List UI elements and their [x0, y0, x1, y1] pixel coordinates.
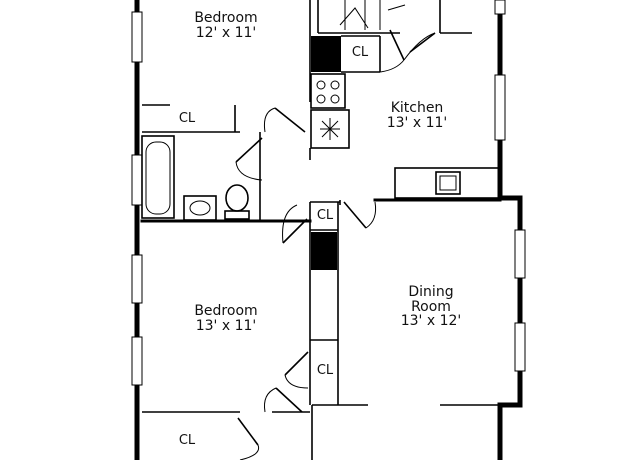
room-name: Kitchen	[390, 100, 444, 116]
window-icon	[494, 74, 506, 141]
refrigerator-icon	[310, 109, 350, 149]
window-icon	[494, 0, 506, 15]
room-dimensions: 13' x 12'	[400, 313, 462, 330]
closet-label: CL	[178, 111, 196, 126]
closet-label: CL	[178, 433, 196, 448]
room-dimensions: 13' x 11'	[195, 317, 257, 334]
stairs-icon	[339, 0, 406, 30]
closet-shelf	[311, 232, 337, 270]
room-label-bedroom-top: Bedroom 12' x 11'	[176, 11, 276, 40]
window-icon	[514, 229, 526, 279]
closet-shelf	[311, 36, 341, 72]
door-swing-icon	[282, 204, 308, 244]
room-dimensions: 12' x 11'	[195, 24, 257, 41]
toilet-icon	[224, 184, 250, 220]
closet-label: CL	[316, 363, 334, 378]
door-swing-icon	[379, 29, 436, 73]
door-swing-icon	[284, 351, 309, 389]
window-icon	[131, 336, 143, 386]
closet-label: CL	[316, 208, 334, 223]
room-name-line2: Room	[411, 298, 451, 315]
door-swing-icon	[264, 387, 303, 413]
window-icon	[131, 154, 143, 206]
room-name: Bedroom	[194, 10, 258, 26]
closet-label: CL	[351, 45, 369, 60]
window-icon	[131, 11, 143, 63]
room-label-dining-room: Dining Room 13' x 12'	[381, 285, 481, 329]
room-label-kitchen: Kitchen 13' x 11'	[365, 101, 469, 130]
room-dimensions: 13' x 11'	[386, 114, 448, 131]
room-name: Dining	[408, 284, 454, 300]
bathtub-icon	[141, 135, 175, 219]
door-swing-icon	[235, 137, 263, 181]
window-icon	[131, 254, 143, 304]
bathroom-sink-icon	[183, 195, 217, 221]
window-icon	[514, 322, 526, 372]
room-name: Bedroom	[194, 303, 258, 319]
door-swing-icon	[343, 201, 377, 229]
sink-icon	[394, 167, 501, 199]
stove-icon	[310, 73, 346, 109]
room-label-bedroom-middle: Bedroom 13' x 11'	[176, 304, 276, 333]
door-swing-icon	[264, 107, 306, 133]
door-swing-icon	[237, 417, 260, 460]
